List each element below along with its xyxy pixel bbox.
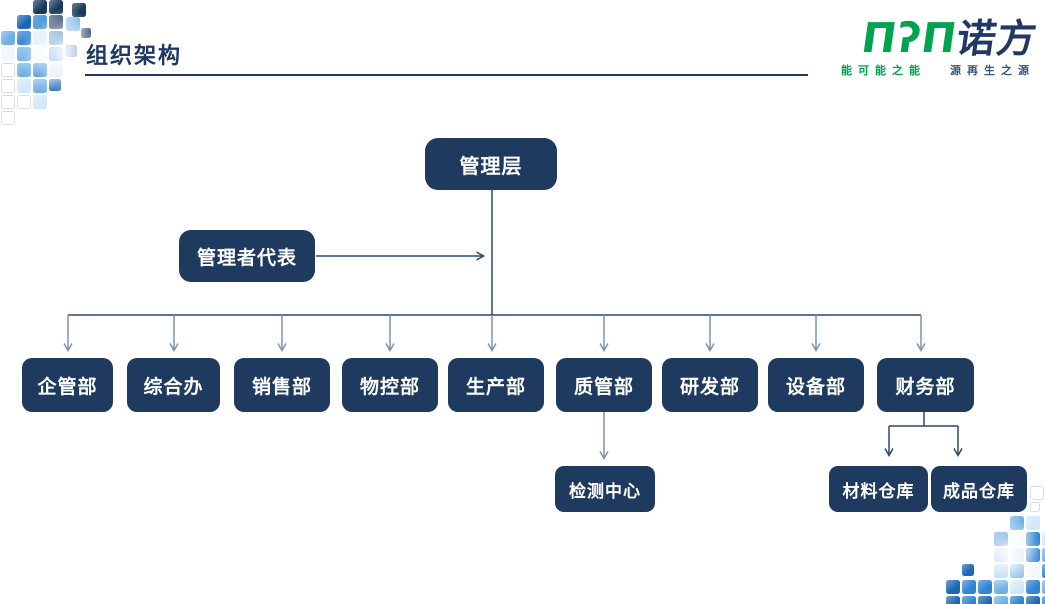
mosaic-square — [33, 63, 47, 77]
mosaic-square — [1, 63, 15, 77]
org-node-dept-xiaoshoubu: 销售部 — [234, 358, 330, 412]
mosaic-square — [1026, 516, 1040, 530]
mosaic-square — [946, 596, 960, 604]
mosaic-square — [17, 95, 31, 109]
org-node-dept-qiguanbu: 企管部 — [22, 358, 113, 412]
mosaic-square — [946, 580, 960, 594]
mosaic-square — [994, 596, 1008, 604]
mosaic-square — [1, 79, 15, 93]
org-node-dept-yanfabu: 研发部 — [662, 358, 758, 412]
org-node-management-representative: 管理者代表 — [179, 230, 315, 282]
org-node-material-warehouse: 材料仓库 — [829, 466, 928, 512]
mosaic-square — [962, 596, 976, 604]
mosaic-square — [1010, 516, 1024, 530]
mosaic-square — [33, 79, 47, 93]
mosaic-square — [49, 31, 63, 45]
mosaic-square — [49, 15, 63, 29]
mosaic-square — [978, 580, 992, 594]
logo-tagline-right: 源再生之源 — [950, 64, 1035, 77]
mosaic-square — [1010, 580, 1024, 594]
org-node-dept-shengchanbu: 生产部 — [448, 358, 544, 412]
mosaic-square — [1042, 580, 1045, 594]
mosaic-square — [1, 31, 15, 45]
mosaic-square — [49, 0, 63, 14]
logo-tagline-left: 能可能之能 — [841, 64, 926, 77]
mosaic-square — [962, 580, 976, 594]
mosaic-square — [17, 47, 31, 61]
mosaic-square — [49, 47, 63, 61]
mosaic-square — [1042, 548, 1045, 562]
org-node-dept-zonghebAn: 综合办 — [127, 358, 220, 412]
mosaic-square — [1, 95, 15, 109]
mosaic-square — [994, 580, 1008, 594]
org-node-dept-caiwubu: 财务部 — [877, 358, 974, 412]
mosaic-square — [1010, 532, 1024, 546]
mosaic-square — [33, 0, 47, 14]
mosaic-square — [49, 63, 63, 77]
mosaic-square — [17, 63, 31, 77]
mosaic-square — [962, 564, 974, 576]
mosaic-square — [81, 28, 91, 38]
org-node-dept-wukongbu: 物控部 — [342, 358, 438, 412]
mosaic-square — [1026, 580, 1040, 594]
mosaic-square — [17, 79, 31, 93]
mosaic-square — [1030, 502, 1040, 512]
org-node-management: 管理层 — [425, 138, 557, 190]
mosaic-square — [1042, 532, 1045, 546]
logo-name: 诺方 — [953, 17, 1041, 62]
mosaic-square — [1030, 486, 1044, 500]
mosaic-square — [1026, 532, 1040, 546]
title-underline — [85, 74, 808, 76]
mosaic-square — [1010, 548, 1024, 562]
mosaic-square — [33, 47, 47, 61]
mosaic-square — [65, 45, 77, 57]
org-node-dept-shebeibu: 设备部 — [768, 358, 864, 412]
mosaic-square — [994, 564, 1008, 578]
mosaic-square — [33, 15, 47, 29]
mosaic-square — [17, 31, 31, 45]
page-title: 组织架构 — [86, 44, 183, 69]
mosaic-square — [1010, 596, 1024, 604]
mosaic-square — [1026, 548, 1040, 562]
mosaic-square — [17, 15, 31, 29]
mosaic-square — [978, 596, 992, 604]
logo-tagline: 能可能之能 源再生之源 — [807, 65, 1037, 76]
mosaic-square — [1010, 564, 1024, 578]
mosaic-square — [72, 3, 86, 17]
mosaic-square — [49, 79, 61, 91]
mosaic-square — [1026, 596, 1040, 604]
org-node-dept-zhiguanbu: 质管部 — [556, 358, 652, 412]
mosaic-square — [1026, 564, 1040, 578]
mosaic-square — [33, 95, 47, 109]
org-node-test-center: 检测中心 — [555, 466, 655, 512]
mosaic-square — [1, 111, 15, 125]
mosaic-square — [994, 548, 1008, 562]
logo-mark-npn: ΠʔΠ — [858, 14, 961, 62]
mosaic-square — [1042, 564, 1045, 578]
mosaic-square — [33, 31, 47, 45]
mosaic-square — [1042, 596, 1045, 604]
org-node-finished-warehouse: 成品仓库 — [931, 466, 1027, 512]
mosaic-square — [1, 47, 15, 61]
mosaic-square — [66, 17, 80, 31]
mosaic-square — [994, 532, 1008, 546]
